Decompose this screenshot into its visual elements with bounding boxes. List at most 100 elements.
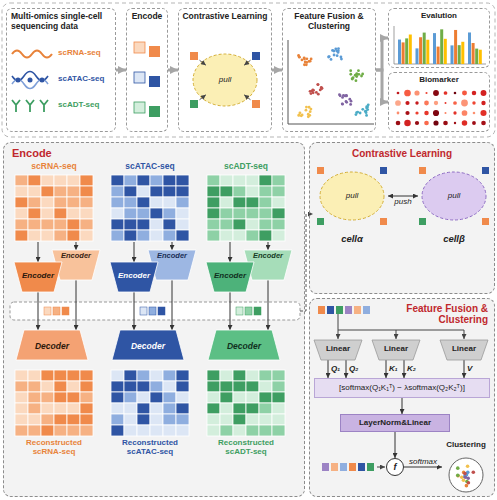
connector (346, 360, 347, 378)
connector (172, 280, 173, 330)
decoration (54, 219, 67, 230)
decoration (444, 112, 446, 114)
decoration (190, 100, 198, 108)
decoration (15, 403, 28, 414)
decoration (345, 306, 352, 314)
decoration (467, 481, 471, 485)
module-panel: Feature Fusion & ClusteringLinearLinearL… (309, 298, 495, 497)
node-label: scATAC-seq (125, 162, 174, 172)
decoration (339, 94, 342, 97)
decoration (15, 370, 28, 381)
connector (464, 360, 465, 378)
decoration (380, 218, 387, 225)
decoration (433, 90, 439, 96)
decoration (220, 414, 233, 425)
decoration (207, 381, 220, 392)
decoration (272, 425, 285, 436)
node-label: Linear (384, 344, 408, 355)
norm-layer: LayerNorm&Linear (340, 414, 450, 432)
node-label: Clustering (446, 440, 486, 449)
decoration (233, 370, 246, 381)
decoration (28, 197, 41, 208)
decoration (359, 112, 362, 115)
decoration (41, 425, 54, 436)
decoration (41, 219, 54, 230)
decoration (54, 381, 67, 392)
node-label: Contrastive Learning (179, 9, 270, 22)
decoration (176, 403, 189, 414)
module-panel: EncodescRNA-seqscATAC-seqscADT-seqEncode… (3, 142, 305, 497)
decoration (317, 83, 320, 86)
decoration (54, 208, 67, 219)
decoration (67, 175, 80, 186)
decoration (67, 370, 80, 381)
connector (168, 69, 178, 72)
decoration (402, 42, 405, 64)
decoration (111, 370, 124, 381)
node-label: Encoder (61, 250, 91, 261)
decoration (163, 403, 176, 414)
decoration (220, 381, 233, 392)
decoration (305, 109, 308, 112)
module-panel: Contrastive Learningpullcellαpullcellβ (309, 142, 495, 294)
decoration (259, 414, 272, 425)
flow-arrow (300, 214, 313, 311)
node-label: Reconstructed scATAC-seq (108, 370, 192, 456)
connector (76, 280, 77, 330)
edge-label: softmax (408, 458, 438, 466)
decoration (163, 414, 176, 425)
decoration (259, 381, 272, 392)
decoration (351, 77, 354, 80)
node-label: Linear (452, 344, 476, 355)
decoration (259, 392, 272, 403)
decoration (272, 186, 285, 197)
decoration (150, 381, 163, 392)
decoration (380, 167, 387, 174)
decoration (354, 306, 361, 314)
decoration (80, 208, 93, 219)
decoration (301, 114, 304, 117)
decoration (305, 57, 308, 60)
decoration (233, 175, 246, 186)
decoration (220, 425, 233, 436)
decoration (316, 83, 319, 86)
decoration (246, 175, 259, 186)
decoration (415, 121, 419, 125)
decoration (349, 73, 352, 76)
connector (268, 280, 269, 330)
node-label: Contrastive Learning (352, 143, 452, 160)
decoration (67, 414, 80, 425)
decoration (405, 111, 409, 115)
decoration (54, 414, 67, 425)
matrix-grid (15, 175, 285, 436)
decoration (62, 307, 69, 315)
decoration (124, 208, 137, 219)
decoration (80, 197, 93, 208)
decoration (473, 112, 476, 115)
decoration (236, 307, 243, 315)
decoration (207, 186, 220, 197)
decoration (424, 101, 429, 106)
result-box: Biomarker (388, 72, 490, 132)
edge-label: K₁ (388, 365, 399, 373)
decoration (163, 370, 176, 381)
decoration (425, 92, 427, 94)
decoration (41, 392, 54, 403)
embedding-strip (10, 302, 300, 320)
decoration (259, 370, 272, 381)
decoration (163, 175, 176, 186)
decoration (398, 40, 401, 64)
decoration (365, 111, 368, 114)
node-label: Decoder (35, 339, 69, 352)
node-label: cellα (316, 234, 388, 245)
decoration (405, 101, 409, 105)
decoration (163, 425, 176, 436)
node-label: Encoder (118, 271, 150, 283)
node-outline (316, 166, 388, 260)
panel-fill (3, 142, 305, 497)
decoration (305, 106, 308, 109)
decoration (330, 58, 333, 61)
decoration (41, 230, 54, 241)
decoration (307, 113, 310, 116)
panel-fill (309, 142, 495, 294)
